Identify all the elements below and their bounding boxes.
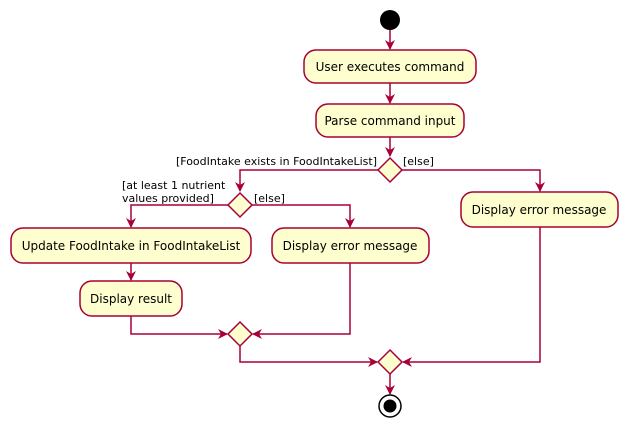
activity-parse-command-input: Parse command input <box>315 103 465 138</box>
guard-nutrient-line-1: [at least 1 nutrient <box>122 179 226 192</box>
activity-label: Display error message <box>472 203 607 217</box>
activity-user-executes-command: User executes command <box>303 49 477 84</box>
activity-label: Display error message <box>283 239 418 253</box>
activity-display-error-inner: Display error message <box>271 227 430 264</box>
edge-decision-to-outer-error <box>402 169 545 192</box>
decision-diamond-icon <box>376 156 404 184</box>
start-node-icon <box>380 10 400 30</box>
guard-inner-else: [else] <box>254 192 285 205</box>
edge-decision-to-inner-decision <box>235 169 378 192</box>
edge-inner-decision-to-update <box>126 204 228 228</box>
activity-display-error-outer: Display error message <box>460 191 619 228</box>
activity-label: Display result <box>90 292 172 306</box>
activity-display-result: Display result <box>79 280 183 317</box>
guard-nutrient-line-2: values provided] <box>122 192 214 205</box>
edge-inner-error-to-inner-merge <box>252 263 351 339</box>
merge-diamond-icon <box>376 348 404 376</box>
edges <box>126 30 545 395</box>
guard-outer-else: [else] <box>403 155 434 168</box>
merge-diamond-icon <box>226 320 254 348</box>
activity-label: Parse command input <box>324 114 455 128</box>
edge-inner-merge-to-outer-merge <box>239 346 378 367</box>
activity-label: User executes command <box>316 60 465 74</box>
edge-display-result-to-inner-merge <box>130 316 228 339</box>
activity-label: Update FoodIntake in FoodIntakeList <box>22 239 241 253</box>
guard-exists-in-list: [FoodIntake exists in FoodIntakeList] <box>176 155 377 168</box>
activity-update-foodintake: Update FoodIntake in FoodIntakeList <box>10 227 252 264</box>
edge-outer-error-to-outer-merge <box>402 227 541 367</box>
end-node-icon <box>378 394 402 418</box>
edge-inner-decision-to-inner-error <box>252 204 355 228</box>
decision-diamond-icon <box>226 191 254 219</box>
